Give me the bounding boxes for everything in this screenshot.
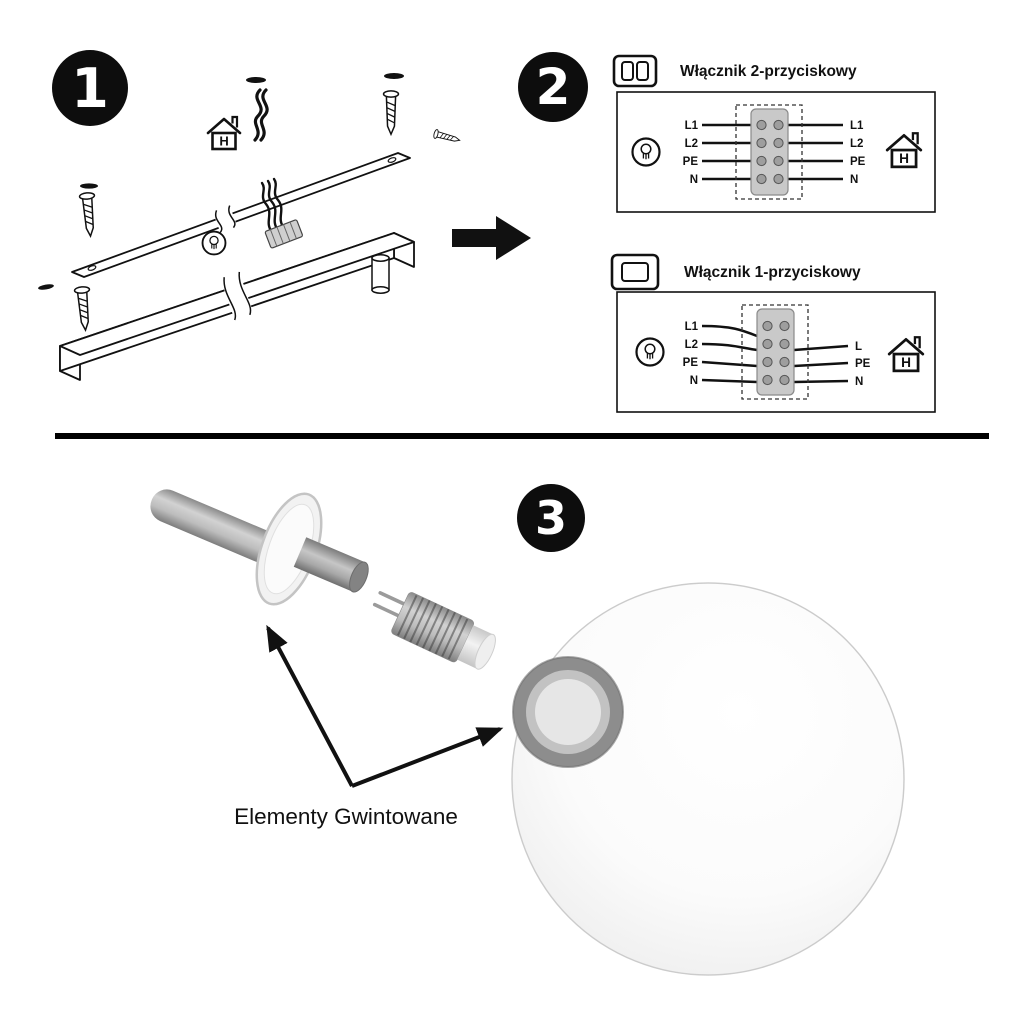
step3-section: 3 (150, 484, 905, 976)
mounting-bar (71, 152, 411, 278)
step3-number: 3 (535, 491, 567, 545)
wire-label: N (690, 375, 698, 387)
lamp-icon (201, 230, 227, 256)
arrow-right-icon (452, 216, 531, 260)
step3-badge: 3 (517, 484, 585, 552)
glass-globe (511, 582, 905, 976)
wire-label: L (855, 341, 862, 353)
wire-label: L2 (685, 138, 698, 150)
wire-label: PE (683, 156, 699, 168)
switch-two-button-icon (612, 54, 658, 88)
mounting-stud (371, 254, 390, 294)
terminal-connector-icon (264, 219, 303, 249)
switch-one-button-icon (610, 253, 660, 291)
wire-label: N (855, 376, 863, 388)
terminal-block (735, 104, 803, 200)
wire-label: PE (850, 156, 866, 168)
house-icon: H (885, 131, 923, 169)
house-icon: H (206, 115, 242, 151)
step1-section: 1 H (38, 50, 462, 381)
wire-label: L1 (685, 321, 699, 333)
svg-text:H: H (901, 355, 911, 370)
wire-label: L2 (850, 138, 863, 150)
wire-label: N (690, 174, 698, 186)
wiring-two-button: Włącznik 2-przyciskowy L1 L2 PE N (612, 54, 936, 213)
hole-mark (384, 73, 404, 79)
wires (701, 324, 849, 384)
threaded-stub (293, 537, 369, 593)
wires (702, 123, 843, 181)
lamp-icon (631, 137, 661, 167)
step1-number: 1 (71, 57, 109, 120)
wire-label: PE (855, 358, 871, 370)
screw-icon (382, 90, 400, 135)
section-divider (55, 433, 989, 439)
step2-number: 2 (536, 58, 571, 116)
hole-mark (246, 77, 266, 83)
step1-badge: 1 (52, 50, 128, 126)
hole-mark (80, 183, 98, 189)
break-mark (220, 271, 254, 321)
rod-assembly (150, 489, 369, 606)
wire-label: L1 (685, 120, 699, 132)
lamp-icon (635, 337, 665, 367)
break-mark (212, 205, 238, 233)
pointer-arrows (266, 624, 504, 788)
screw-icon (432, 128, 462, 146)
wire-label: PE (683, 357, 699, 369)
step2-section: 2 Włącznik 2-przyciskowy L1 L2 PE N (518, 52, 936, 413)
svg-text:H: H (899, 151, 909, 166)
globe-opening-ring (512, 656, 624, 768)
wiring-two-button-title: Włącznik 2-przyciskowy (680, 63, 857, 80)
wiring-one-button-title: Włącznik 1-przyciskowy (684, 264, 861, 281)
wire-label: L1 (850, 120, 864, 132)
house-icon: H (887, 335, 925, 373)
screw-icon (78, 191, 99, 238)
screw-side-mark (38, 284, 54, 290)
step2-badge: 2 (518, 52, 588, 122)
wire-bundle (260, 177, 286, 234)
wiring-one-button: Włącznik 1-przyciskowy L1 L2 PE N (610, 253, 936, 413)
wire-label: N (850, 174, 858, 186)
screw-icon (73, 285, 94, 332)
wire-label: L2 (685, 339, 698, 351)
threaded-holder (372, 591, 496, 670)
ceiling-wire (253, 88, 269, 142)
threaded-elements-caption: Elementy Gwintowane (234, 804, 458, 829)
svg-text:H: H (219, 134, 228, 149)
terminal-block (741, 304, 809, 400)
